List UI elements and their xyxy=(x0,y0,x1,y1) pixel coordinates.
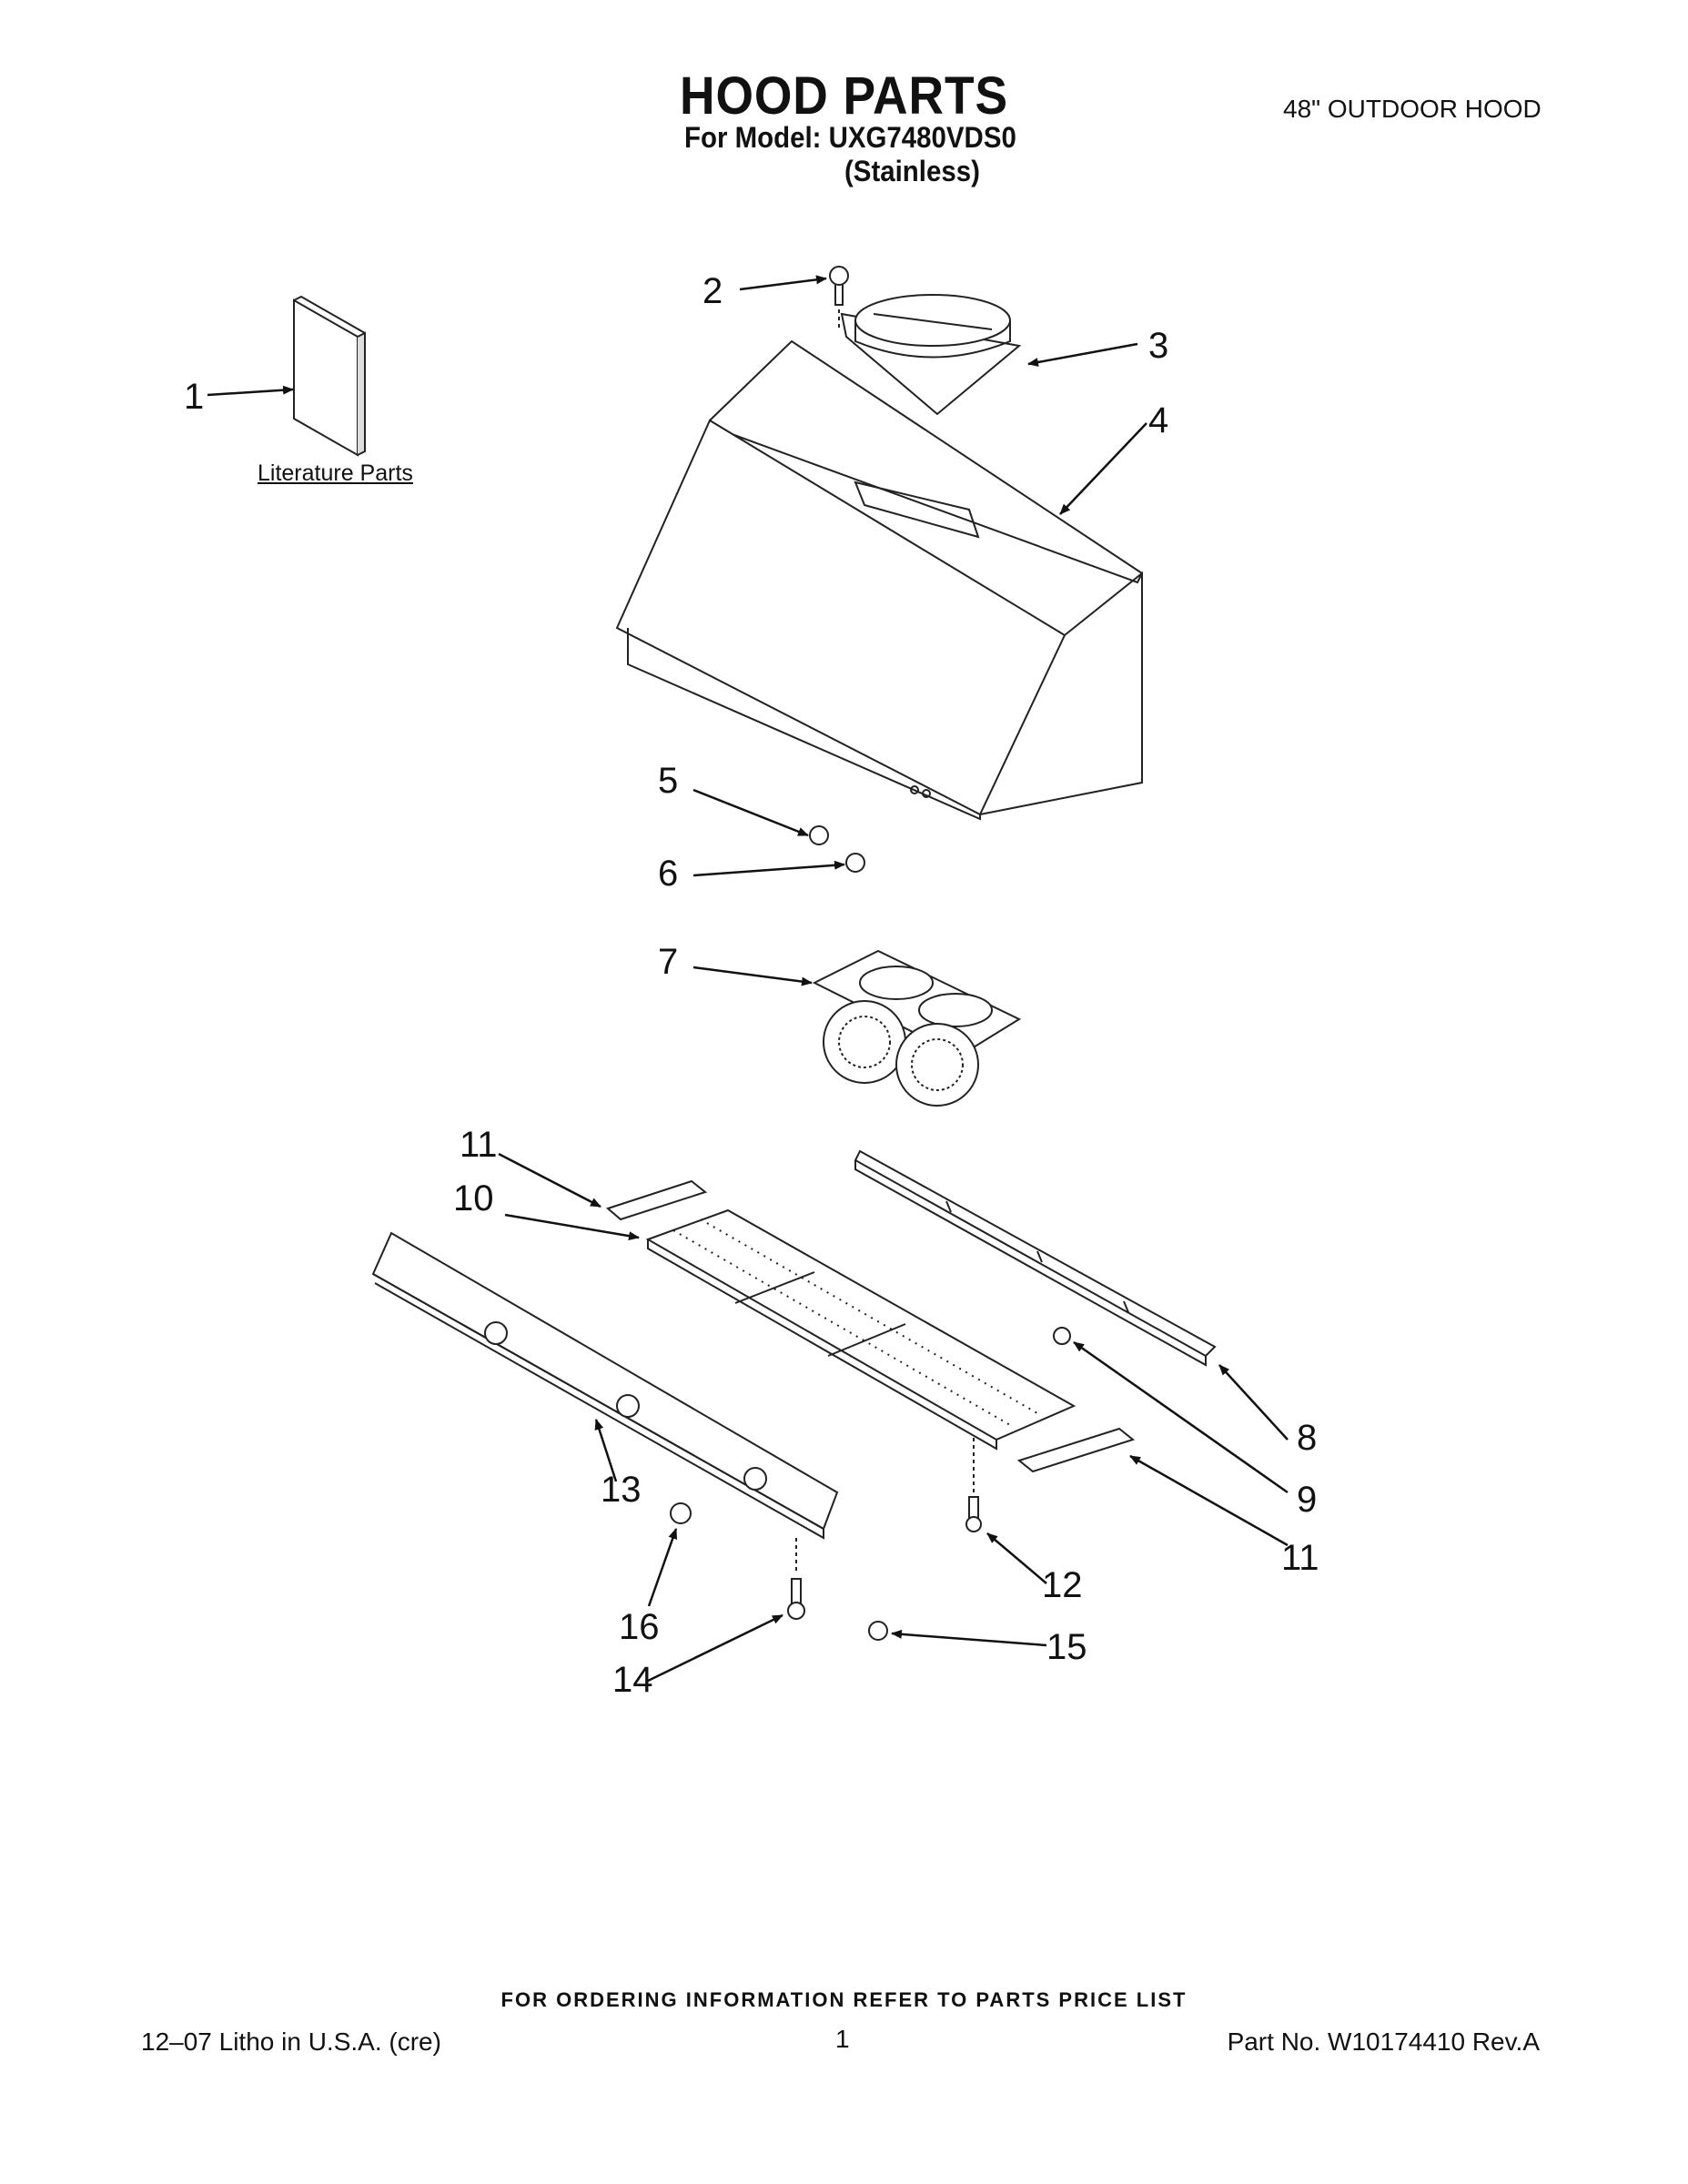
trim-nut xyxy=(868,1621,888,1641)
trim-screw xyxy=(787,1538,805,1620)
product-name: 48" OUTDOOR HOOD xyxy=(1283,95,1541,123)
litho-info: 12–07 Litho in U.S.A. (cre) xyxy=(141,2027,441,2056)
duct-screw xyxy=(829,266,849,328)
callout-14: 14 xyxy=(612,1660,653,1700)
hood-body xyxy=(615,339,1144,821)
filter-end-cap-lower xyxy=(1016,1427,1136,1473)
callout-4: 4 xyxy=(1148,400,1169,440)
rail-nut xyxy=(1053,1327,1071,1345)
damper-collar xyxy=(840,294,1022,416)
ordering-note: FOR ORDERING INFORMATION REFER TO PARTS … xyxy=(500,1988,1188,2011)
filter-screw xyxy=(965,1438,982,1532)
callout-3: 3 xyxy=(1148,326,1169,366)
callout-11-lower: 11 xyxy=(1281,1538,1319,1578)
callout-2: 2 xyxy=(702,271,723,311)
callout-1: 1 xyxy=(184,377,205,417)
callout-7: 7 xyxy=(658,942,679,982)
model-finish: (Stainless) xyxy=(844,155,980,187)
trim-knob xyxy=(670,1502,692,1524)
callout-16: 16 xyxy=(619,1607,660,1647)
callout-12: 12 xyxy=(1042,1565,1083,1605)
front-trim-rail xyxy=(371,1231,839,1540)
grease-filter xyxy=(645,1208,1076,1451)
callout-15: 15 xyxy=(1046,1627,1087,1667)
callout-9: 9 xyxy=(1297,1480,1318,1520)
filter-end-cap-upper xyxy=(605,1179,708,1221)
model-number: For Model: UXG7480VDS0 xyxy=(684,121,1016,154)
page-number: 1 xyxy=(835,2025,850,2053)
rear-trim-rail xyxy=(854,1149,1217,1367)
callout-6: 6 xyxy=(658,854,679,894)
literature-parts-label: Literature Parts xyxy=(258,460,413,486)
blower-assembly xyxy=(812,949,1022,1107)
document-part-number: Part No. W10174410 Rev.A xyxy=(1227,2027,1540,2056)
control-knobs xyxy=(809,825,865,873)
callout-10: 10 xyxy=(453,1178,494,1218)
callout-5: 5 xyxy=(658,761,679,801)
callout-13: 13 xyxy=(601,1470,642,1510)
page-title: HOOD PARTS xyxy=(679,66,1008,126)
callout-11-upper: 11 xyxy=(460,1125,498,1165)
literature-booklet xyxy=(293,295,366,457)
callout-8: 8 xyxy=(1297,1418,1318,1458)
